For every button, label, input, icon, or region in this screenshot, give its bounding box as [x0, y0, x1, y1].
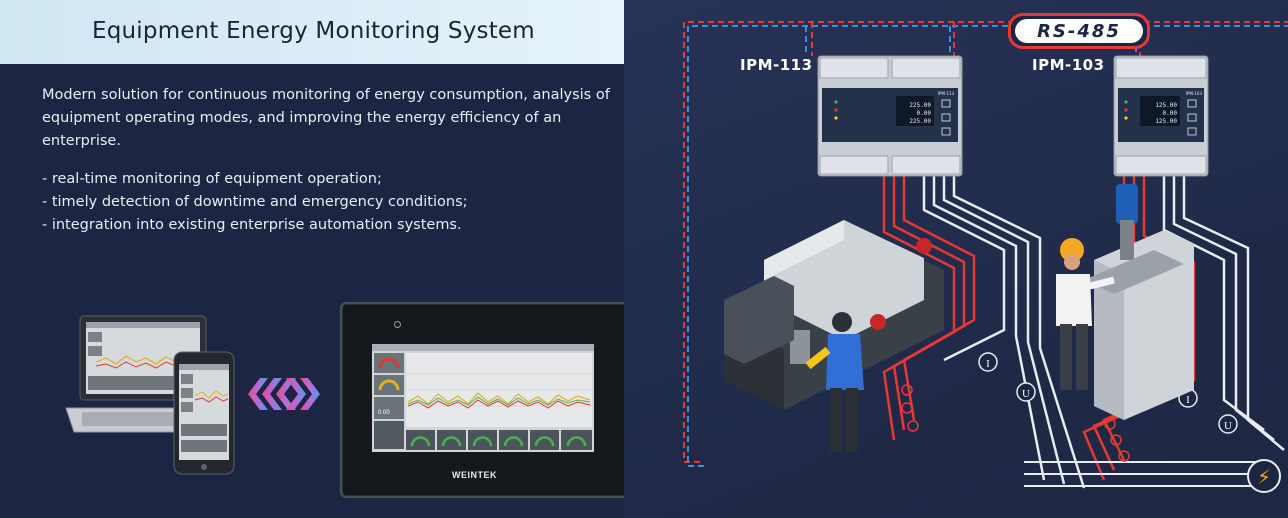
milling-machine-illustration	[1084, 184, 1194, 420]
feature-item: - integration into existing enterprise a…	[42, 217, 462, 233]
svg-text:IPM-103: IPM-103	[1186, 91, 1203, 96]
energy-meter-ipm113: 225.00 0.00 225.00 IPM-113	[817, 55, 963, 177]
svg-text:0.00: 0.00	[917, 110, 932, 117]
laptop-phone-illustration	[65, 315, 235, 475]
power-source-icon: ⚡	[1247, 459, 1281, 493]
sync-arrows-icon	[248, 378, 320, 410]
svg-text:225.00: 225.00	[909, 102, 931, 109]
meter-label-ipm113: IPM-113	[740, 56, 813, 74]
sensor-label: U	[1022, 388, 1030, 400]
rs485-badge: RS-485	[1008, 13, 1150, 49]
voltage-sensor-icon: U	[1016, 382, 1036, 402]
hmi-screen: 0.00	[372, 344, 594, 452]
feature-item: - timely detection of downtime and emerg…	[42, 194, 468, 210]
svg-text:⚡: ⚡	[1257, 465, 1271, 489]
hmi-brand-logo: WEINTEK	[452, 470, 497, 480]
sensor-label: I	[986, 358, 990, 370]
hmi-led-icon	[394, 321, 401, 328]
page-title: Equipment Energy Monitoring System	[92, 18, 535, 44]
worker-illustration	[805, 312, 864, 452]
rs485-label: RS-485	[1037, 20, 1121, 42]
current-sensor-icon: I	[978, 352, 998, 372]
svg-text:225.00: 225.00	[909, 118, 931, 125]
svg-text:125.00: 125.00	[1155, 102, 1177, 109]
rs485-badge-inner: RS-485	[1015, 19, 1143, 43]
hmi-readout: 0.00	[378, 410, 390, 416]
worker-illustration	[1056, 238, 1115, 390]
smartphone-icon	[173, 351, 235, 475]
energy-meter-ipm103: 125.00 0.00 125.00 IPM-103	[1113, 55, 1209, 177]
sensor-label: U	[1224, 420, 1232, 432]
svg-text:IPM-113: IPM-113	[938, 91, 955, 96]
svg-text:125.00: 125.00	[1155, 118, 1177, 125]
feature-item: - real-time monitoring of equipment oper…	[42, 171, 382, 187]
sensor-label: I	[1186, 394, 1190, 406]
title-bar: Equipment Energy Monitoring System	[0, 0, 624, 64]
feature-list: - real-time monitoring of equipment oper…	[42, 168, 602, 237]
meter-label-ipm103: IPM-103	[1032, 56, 1105, 74]
wiring-diagram: I U I U ⚡ 225.00 0.00 225.00 IPM-113	[683, 21, 1288, 518]
intro-description: Modern solution for continuous monitorin…	[42, 87, 610, 149]
voltage-sensor-icon: U	[1218, 414, 1238, 434]
svg-text:0.00: 0.00	[1163, 110, 1178, 117]
